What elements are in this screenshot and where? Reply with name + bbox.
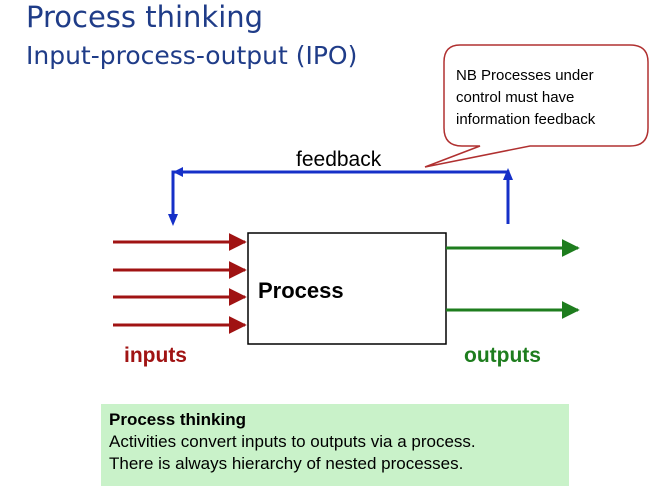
callout-line-3: information feedback — [456, 111, 596, 128]
feedback-label: feedback — [296, 148, 382, 171]
callout-bubble — [424, 44, 649, 168]
callout-line-1: NB Processes under — [456, 67, 594, 84]
note-line-2: There is always hierarchy of nested proc… — [109, 454, 464, 473]
outputs-label: outputs — [464, 344, 541, 367]
process-box — [247, 232, 447, 345]
feedback-arrowhead-up — [503, 168, 513, 180]
callout-line-2: control must have — [456, 89, 574, 106]
note-title: Process thinking — [109, 410, 246, 429]
page-subtitle: Input-process-output (IPO) — [26, 41, 358, 70]
page-title: Process thinking — [26, 0, 264, 34]
inputs-label: inputs — [124, 344, 187, 367]
note-line-1: Activities convert inputs to outputs via… — [109, 432, 476, 451]
feedback-arrowhead-left — [173, 167, 183, 177]
feedback-arrowhead-down — [168, 214, 178, 226]
process-label: Process — [258, 278, 344, 303]
feedback-loop — [171, 170, 510, 224]
process-thinking-note: Process thinking Activities convert inpu… — [101, 404, 569, 486]
